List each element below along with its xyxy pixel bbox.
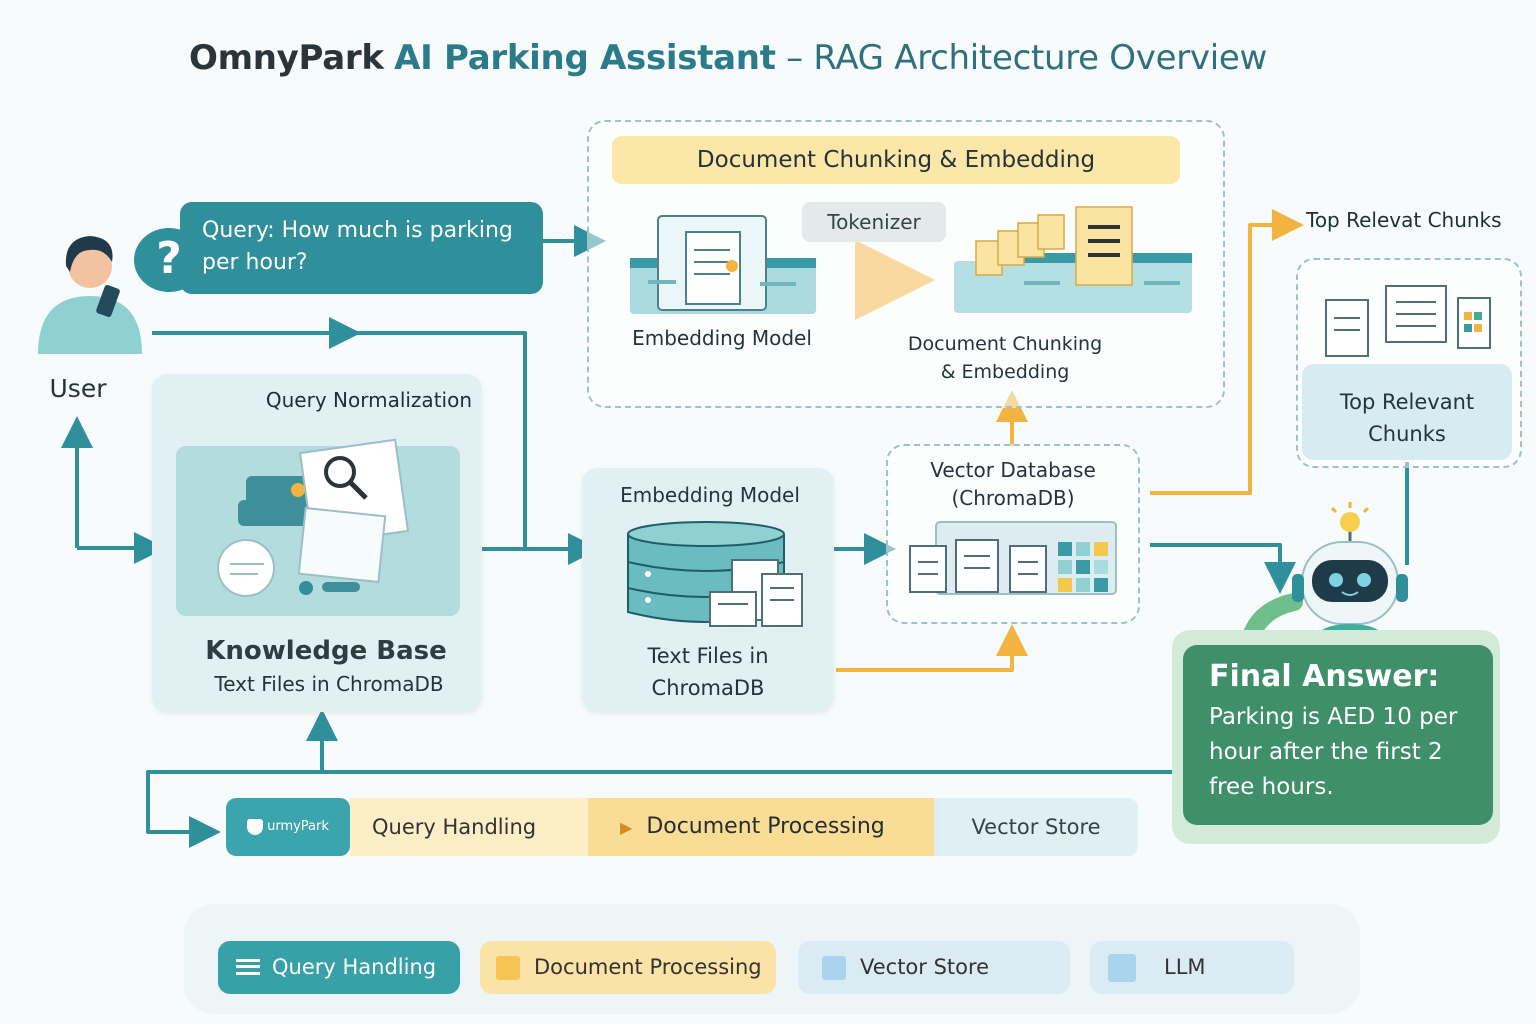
title-product: AI Parking Assistant <box>394 38 776 78</box>
arrow-vector-to-llm <box>1150 543 1296 594</box>
arrow-loop-back <box>146 770 1172 848</box>
vector-database-label: Vector Database (ChromaDB) <box>886 456 1140 512</box>
legend-label-document-processing: Document Processing <box>534 955 762 979</box>
robot-icon <box>1241 502 1408 650</box>
top-chunks-label: Top Relevant Chunks <box>1306 386 1508 450</box>
menu-icon <box>236 959 260 975</box>
legend-swatch-llm <box>1108 954 1136 982</box>
final-answer-heading: Final Answer: <box>1209 659 1440 694</box>
user-icon <box>38 236 142 354</box>
title-brand: OmnyPark <box>189 38 384 78</box>
final-answer-body: Parking is AED 10 per hour after the fir… <box>1209 704 1458 800</box>
legend-item-query-handling: Query Handling <box>218 941 460 994</box>
doc-chunking-header: Document Chunking & Embedding <box>612 136 1180 184</box>
legend-swatch-vector-store <box>822 956 846 980</box>
doc-chunking-label: Document Chunking & Embedding <box>890 330 1120 386</box>
embedding-panel-label-line1: Text Files in <box>647 644 769 668</box>
knowledge-base-title: Knowledge Base <box>205 636 447 666</box>
play-icon: ▶ <box>620 818 633 837</box>
embedding-model-icon <box>630 215 816 314</box>
top-chunks-label-line1: Top Relevant <box>1339 390 1475 414</box>
pipeline-bar: urmyPark Query Handling ▶ Document Proces… <box>226 798 1138 856</box>
user-query-bubble: Query: How much is parking per hour? <box>180 202 543 294</box>
query-normalization-heading: Query Normalization <box>265 388 472 412</box>
doc-chunking-label-line2: & Embedding <box>940 361 1070 383</box>
user-label: User <box>49 374 107 403</box>
pipeline-stage-document: ▶ Document Processing <box>588 798 934 856</box>
vector-database-title: Vector Database <box>930 458 1096 482</box>
pipeline-stage-document-label: Document Processing <box>646 814 885 839</box>
page-title: OmnyPark AI Parking Assistant – RAG Arch… <box>0 38 1456 78</box>
embedding-model-label: Embedding Model <box>632 326 812 350</box>
top-chunks-heading: Top Relevat Chunks <box>1306 208 1502 232</box>
pipeline-stage-vector: Vector Store <box>934 798 1138 856</box>
legend-item-document-processing: Document Processing <box>480 941 776 994</box>
top-chunks-panel <box>1302 364 1512 460</box>
chunking-icon <box>954 206 1192 313</box>
title-rest: – RAG Architecture Overview <box>786 38 1267 78</box>
knowledge-base-subtitle: Text Files in ChromaDB <box>214 672 444 696</box>
search-docs-icon <box>217 438 410 597</box>
arrow-embedding-to-vector-lower <box>836 624 1028 672</box>
legend-label-query-handling: Query Handling <box>272 955 437 979</box>
vector-database-subtitle: (ChromaDB) <box>951 486 1075 510</box>
shield-icon <box>247 818 264 835</box>
embedding-panel-label: Text Files in ChromaDB <box>582 640 834 704</box>
legend-swatch-document-processing <box>496 956 520 980</box>
legend-item-vector-store: Vector Store <box>798 941 1070 994</box>
legend-label-llm: LLM <box>1164 955 1206 979</box>
database-icon <box>627 521 803 627</box>
arrow-vector-to-top-chunks <box>1150 209 1304 495</box>
pipeline-stage-query: Query Handling <box>350 798 588 856</box>
legend-label-vector-store: Vector Store <box>860 955 990 979</box>
top-chunks-docs-icon <box>1325 285 1491 357</box>
legend-item-llm: LLM <box>1090 941 1294 994</box>
doc-chunking-label-line1: Document Chunking <box>907 333 1103 355</box>
embedding-panel-heading: Embedding Model <box>620 483 800 507</box>
tokenizer-chip: Tokenizer <box>802 202 946 242</box>
pipeline-logo-text: urmyPark <box>267 819 329 834</box>
final-answer-card: Final Answer: Parking is AED 10 per hour… <box>1183 645 1493 825</box>
vector-store-icon <box>909 521 1117 595</box>
pipeline-logo: urmyPark <box>226 798 350 856</box>
top-chunks-label-line2: Chunks <box>1368 422 1446 446</box>
embedding-panel-label-line2: ChromaDB <box>651 676 765 700</box>
